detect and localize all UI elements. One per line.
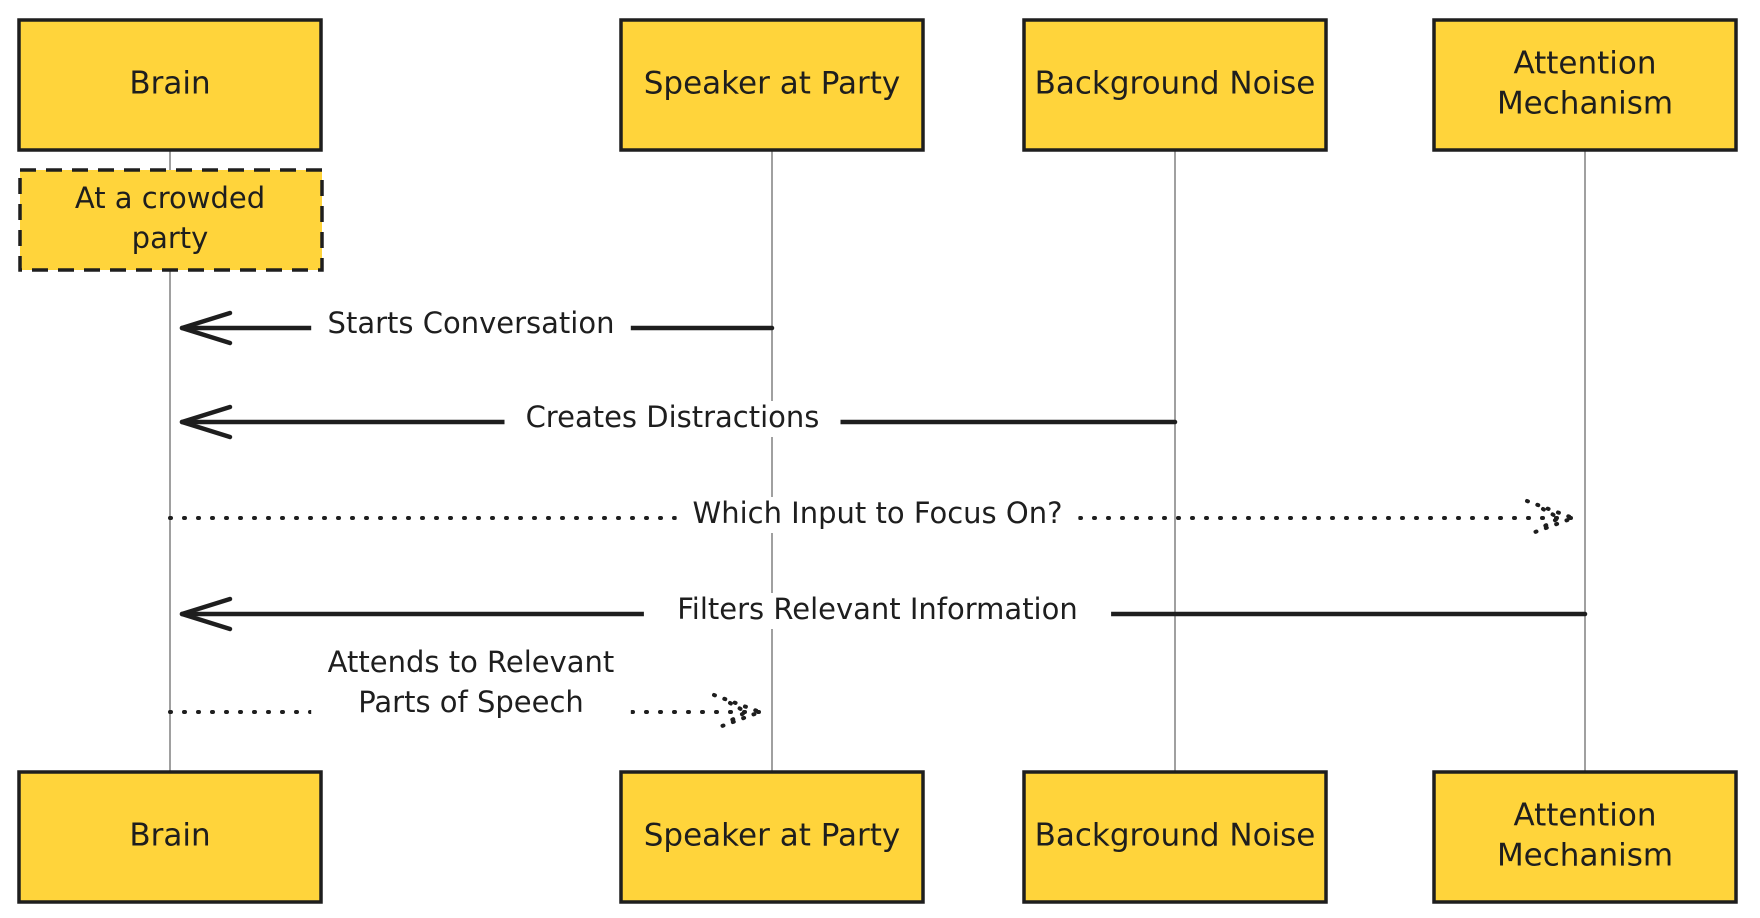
participant-box <box>1022 18 1328 152</box>
note-rect <box>18 168 324 272</box>
arrowhead-icon <box>179 310 233 346</box>
message-4: Filters Relevant Information <box>179 592 1588 632</box>
participant-box <box>1432 770 1738 904</box>
participant-noise-top: Background Noise <box>1022 18 1328 152</box>
note-label: party <box>132 221 209 255</box>
message-label-bg <box>311 307 631 343</box>
participant-label: Background Noise <box>1035 818 1316 854</box>
participant-label: Background Noise <box>1035 66 1316 102</box>
participant-label: Speaker at Party <box>644 66 901 102</box>
message-1: Starts Conversation <box>179 306 775 346</box>
message-label: Parts of Speech <box>358 685 584 719</box>
arrowhead-icon <box>712 693 766 731</box>
participant-speaker-bottom: Speaker at Party <box>619 770 925 904</box>
participant-box <box>619 18 925 152</box>
message-label: Attends to Relevant <box>328 645 615 679</box>
participant-box <box>1022 770 1328 904</box>
participant-brain-top: Brain <box>17 18 323 152</box>
participant-box <box>1432 18 1738 152</box>
arrowhead-icon <box>179 404 233 440</box>
message-label: Starts Conversation <box>328 306 615 340</box>
note-box: At a crowded party <box>18 168 324 272</box>
participant-label: Brain <box>129 66 210 102</box>
participant-box <box>619 770 925 904</box>
participant-brain-bottom: Brain <box>17 770 323 904</box>
message-label: Which Input to Focus On? <box>693 496 1063 530</box>
message-3: Which Input to Focus On? <box>168 496 1579 537</box>
participant-label: Attention <box>1513 798 1656 834</box>
message-label: Filters Relevant Information <box>677 592 1078 626</box>
message-label: Creates Distractions <box>526 400 820 434</box>
participant-box <box>17 770 323 904</box>
arrowhead-icon <box>1525 499 1579 537</box>
participant-label: Mechanism <box>1497 86 1673 122</box>
participant-box <box>17 18 323 152</box>
message-label-bg <box>311 646 631 722</box>
participant-label: Attention <box>1513 46 1656 82</box>
message-label-bg <box>504 401 841 437</box>
message-label-bg <box>643 593 1112 629</box>
participant-speaker-top: Speaker at Party <box>619 18 925 152</box>
note-label: At a crowded <box>75 181 265 215</box>
participant-noise-bottom: Background Noise <box>1022 770 1328 904</box>
participant-label: Mechanism <box>1497 838 1673 874</box>
participant-label: Brain <box>129 818 210 854</box>
arrowhead-icon <box>179 596 233 632</box>
message-label-bg <box>676 497 1079 533</box>
message-2: Creates Distractions <box>179 400 1178 440</box>
participant-label: Speaker at Party <box>644 818 901 854</box>
